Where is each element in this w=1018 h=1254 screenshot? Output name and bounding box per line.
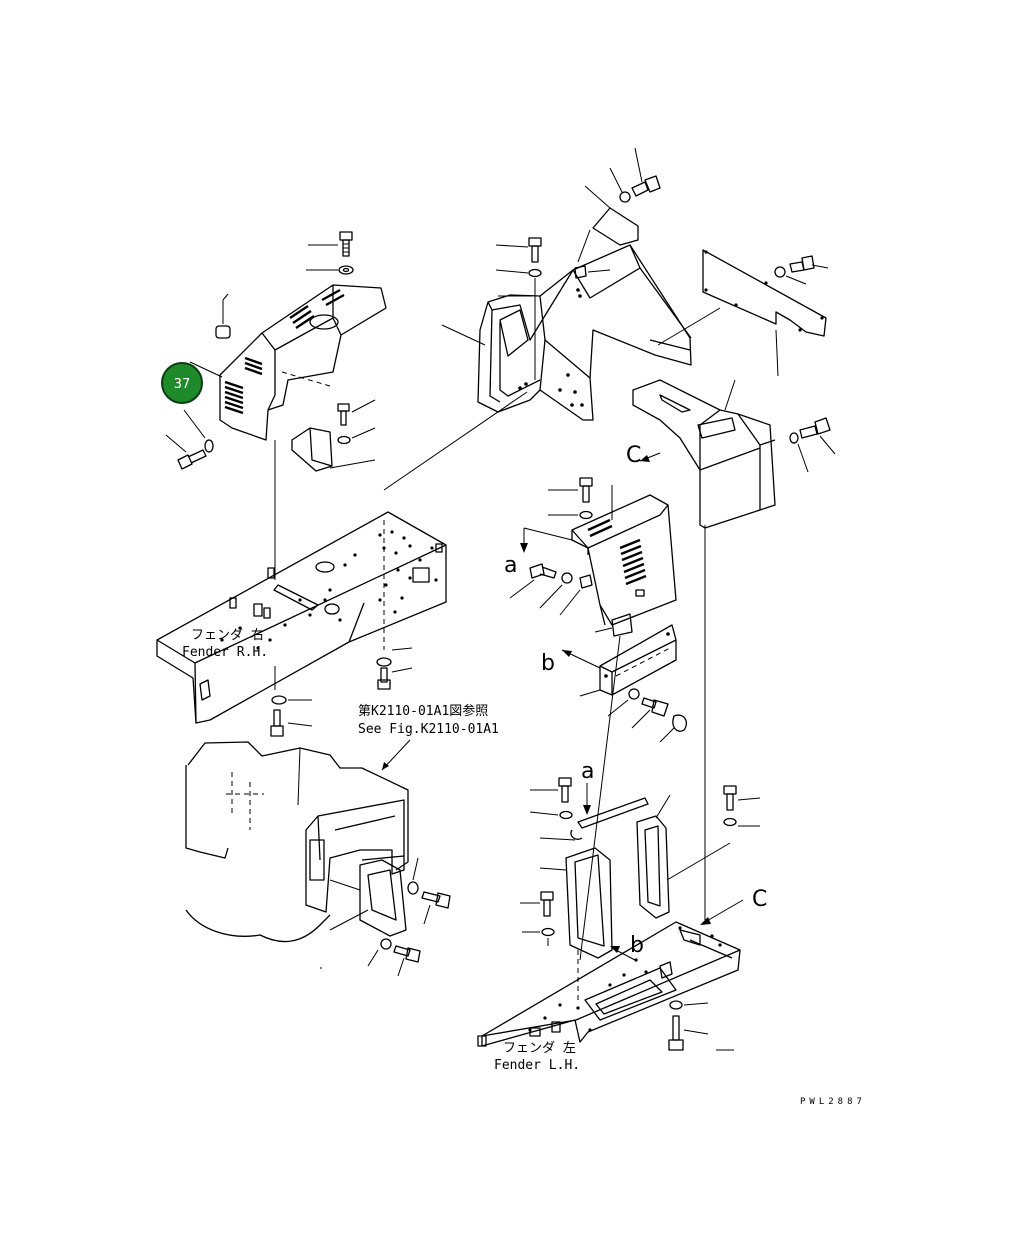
callout-37-label: 37 [174, 377, 191, 392]
bolt-icon [177, 449, 207, 470]
fender-holes [220, 530, 438, 650]
washer-icon [338, 265, 354, 275]
fender-rh-en-label: Fender R.H. [182, 645, 268, 660]
washer-icon [376, 657, 392, 667]
lower-plate: b [541, 624, 688, 961]
reference-note: 第K2110-01A1図参照 See Fig.K2110-01A1 [358, 703, 499, 771]
reference-en-label: See Fig.K2110-01A1 [358, 722, 499, 737]
bolt-icon [558, 777, 572, 803]
washer-icon [380, 938, 392, 950]
bolt-icon [270, 709, 284, 737]
bolt-icon [631, 175, 661, 197]
washer-icon [271, 695, 287, 705]
bolt-icon [641, 697, 669, 717]
fender-lh-jp-label: フェンダ 左 [503, 1041, 576, 1056]
grommet-icon [215, 293, 231, 339]
washer-icon [337, 435, 351, 445]
view-a-label-2: a [581, 759, 594, 784]
reference-jp-label: 第K2110-01A1図参照 [358, 703, 488, 719]
engine-frame-outline [185, 741, 451, 977]
cap-icon [672, 714, 688, 732]
view-c-label-2: C [752, 887, 767, 912]
bolt-icon [339, 231, 353, 257]
bolt-icon [529, 563, 557, 579]
washer-icon [541, 927, 555, 937]
callout-37[interactable]: 37 [161, 362, 203, 404]
bolt-icon [337, 403, 350, 426]
bolt-icon [574, 265, 587, 279]
washer-icon [528, 268, 542, 278]
inner-cover: a [504, 477, 677, 637]
view-a-label-1: a [504, 553, 517, 578]
side-plate [657, 249, 829, 377]
bolt-icon [528, 237, 542, 263]
vent-slots [224, 288, 345, 415]
fender-rh: フェンダ 右 Fender R.H. [156, 391, 528, 737]
bolt-icon [579, 477, 593, 503]
upper-bracket-assembly [441, 147, 692, 421]
fender-rh-jp-label: フェンダ 右 [191, 628, 264, 643]
bolt-icon [723, 785, 737, 811]
bolt-icon [540, 891, 554, 917]
washer-icon [619, 191, 631, 203]
bolt-icon [789, 255, 815, 273]
fender-lh: a [477, 759, 767, 1073]
washer-icon [559, 810, 573, 820]
washer-icon [579, 510, 593, 520]
bolt-icon [799, 417, 831, 439]
vent-slots [587, 518, 647, 586]
washer-icon [789, 432, 799, 444]
drawing-number: PWL2887 [800, 1097, 866, 1107]
washer-icon [561, 572, 573, 584]
washer-icon [204, 439, 214, 453]
bolt-icon [668, 1015, 684, 1051]
bolt-icon [421, 891, 451, 909]
rear-cover: C [626, 379, 836, 920]
view-c-label-1: C [626, 443, 641, 468]
washer-icon [407, 881, 419, 895]
bolt-icon [393, 945, 421, 963]
view-b-label-1: b [541, 651, 555, 676]
washer-icon [774, 266, 786, 278]
washer-icon [628, 688, 640, 700]
bolt-icon [377, 667, 391, 690]
cover-rh-assembly: 37 [161, 231, 387, 580]
washer-icon [723, 817, 737, 827]
fender-lh-en-label: Fender L.H. [494, 1058, 580, 1073]
washer-icon [669, 1000, 683, 1010]
